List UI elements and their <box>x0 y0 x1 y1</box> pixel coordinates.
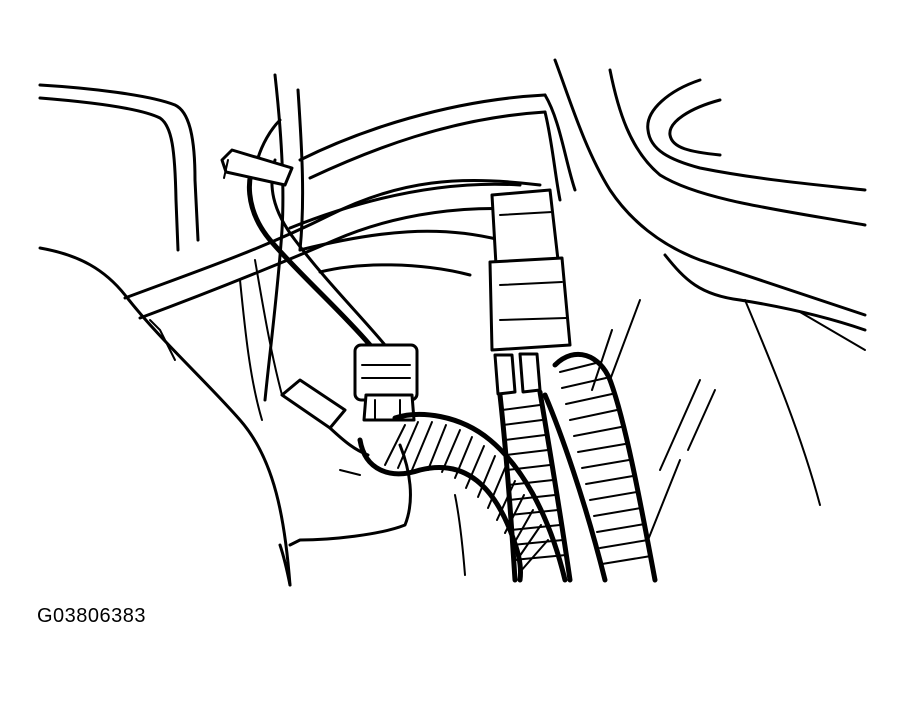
lower-bracket <box>278 443 412 587</box>
vertical-pillar <box>239 73 305 421</box>
thin-wire-run <box>220 118 387 348</box>
right-body-contours <box>553 58 867 541</box>
figure-id-label: G03806383 <box>37 605 147 627</box>
lower-panel-edges <box>339 469 466 576</box>
right-corrugated-conduit <box>542 351 658 583</box>
middle-corrugated-conduit <box>497 389 573 583</box>
upper-harness-bundle <box>123 93 577 320</box>
right-connector <box>488 188 572 396</box>
body-panel-outline <box>38 83 292 587</box>
left-connector <box>353 343 419 422</box>
